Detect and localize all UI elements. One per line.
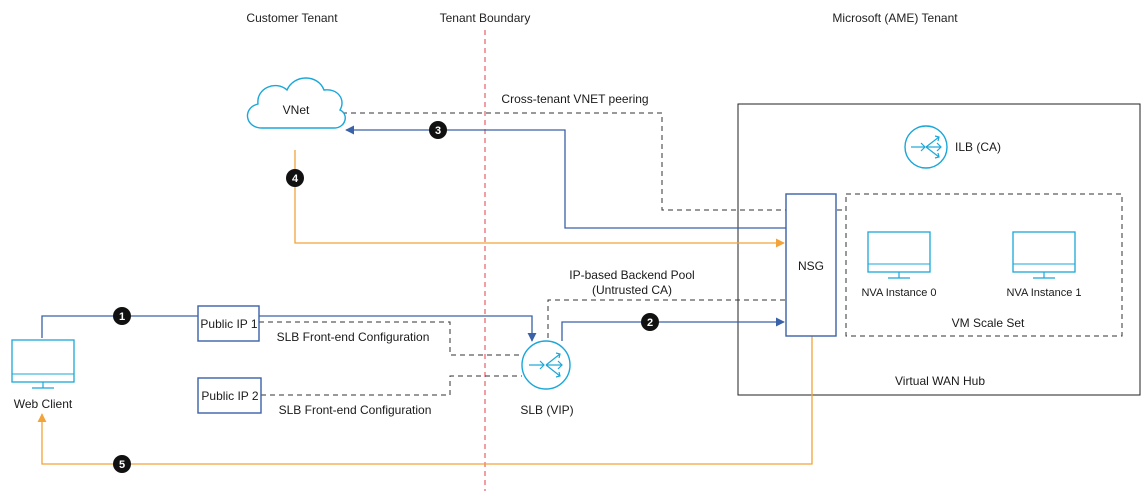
flow-2-line — [561, 317, 785, 341]
microsoft-tenant-header: Microsoft (AME) Tenant — [832, 11, 958, 25]
svg-text:2: 2 — [647, 317, 653, 329]
frontend-config-2-line — [261, 375, 522, 396]
vnet-label: VNet — [283, 103, 310, 117]
nva-instance-0-label: NVA Instance 0 — [861, 287, 936, 299]
flow-4-line — [294, 150, 785, 248]
backend-pool-line — [547, 299, 786, 338]
frontend-config-1-line — [259, 321, 522, 356]
virtual-wan-hub-box — [737, 103, 1141, 396]
flow-3-line — [345, 125, 786, 229]
svg-text:1: 1 — [119, 311, 125, 323]
nva-instance-1-label: NVA Instance 1 — [1006, 287, 1081, 299]
frontend-config-2-label: SLB Front-end Configuration — [279, 403, 432, 417]
flow-5-line — [37, 336, 813, 465]
ilb-router-icon[interactable] — [904, 125, 948, 169]
step-badge-1: 1 — [113, 307, 131, 325]
step-badge-3: 3 — [429, 121, 447, 139]
vnet-cloud-icon[interactable] — [246, 77, 346, 129]
cross-tenant-peering-label: Cross-tenant VNET peering — [501, 92, 648, 106]
vm-scale-set-box — [845, 193, 1123, 337]
public-ip-2-box[interactable] — [197, 377, 262, 414]
backend-pool-label-1: IP-based Backend Pool — [569, 268, 694, 282]
web-client-label: Web Client — [14, 397, 73, 411]
svg-text:4: 4 — [292, 173, 299, 185]
tenant-boundary-header: Tenant Boundary — [440, 11, 531, 25]
step-badge-5: 5 — [113, 455, 131, 473]
public-ip-1-box[interactable] — [197, 305, 260, 342]
svg-text:5: 5 — [119, 459, 125, 471]
slb-label: SLB (VIP) — [520, 403, 573, 417]
web-client-monitor-icon[interactable] — [11, 339, 75, 389]
vm-scale-set-label: VM Scale Set — [952, 316, 1025, 330]
public-ip-1-label: Public IP 1 — [200, 317, 257, 331]
step-badge-2: 2 — [641, 313, 659, 331]
ilb-label: ILB (CA) — [955, 140, 1001, 154]
svg-text:3: 3 — [435, 125, 441, 137]
nsg-box[interactable] — [785, 193, 837, 337]
frontend-config-1-label: SLB Front-end Configuration — [277, 330, 430, 344]
customer-tenant-header: Customer Tenant — [246, 11, 338, 25]
nsg-label: NSG — [798, 259, 824, 273]
virtual-wan-hub-label: Virtual WAN Hub — [895, 374, 985, 388]
flow-1-line — [41, 315, 537, 342]
public-ip-2-label: Public IP 2 — [201, 389, 258, 403]
backend-pool-label-2: (Untrusted CA) — [592, 283, 672, 297]
nva-instance-0-monitor-icon[interactable] — [867, 231, 931, 279]
nva-instance-1-monitor-icon[interactable] — [1012, 231, 1076, 279]
cross-tenant-peering-line — [342, 112, 786, 211]
step-badge-4: 4 — [286, 169, 304, 187]
slb-router-icon[interactable] — [521, 340, 571, 390]
